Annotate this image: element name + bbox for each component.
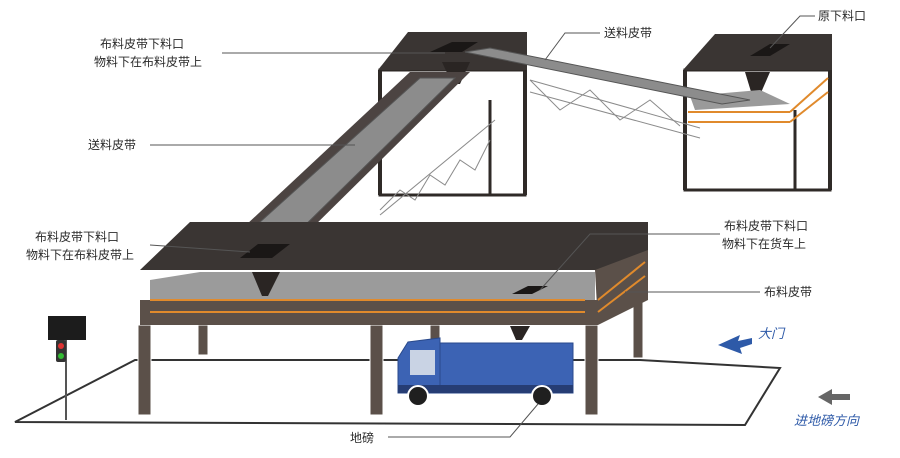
inclined-feed-belt: [230, 72, 496, 241]
truck-icon: [397, 337, 574, 407]
leader-raw-chute: [769, 15, 815, 49]
arrow-left-icon: [818, 389, 850, 405]
traffic-light-icon: [56, 340, 66, 362]
label-truck-chute-1: 布料皮带下料口: [724, 219, 808, 233]
leader-weighbridge: [388, 403, 539, 438]
label-top-chute-2: 物料下在布料皮带上: [94, 55, 202, 69]
weighbridge-outline: [14, 359, 782, 427]
label-mid-chute-1: 布料皮带下料口: [35, 230, 119, 244]
label-feed-belt-top: 送料皮带: [604, 25, 652, 40]
top-right-tower: [683, 34, 832, 192]
leader-feed-belt-top: [544, 32, 600, 61]
label-truck-chute-2: 物料下在货车上: [722, 236, 806, 251]
label-weighbridge: 地磅: [350, 430, 374, 445]
leader-truck-chute: [539, 233, 720, 291]
main-platform: [137, 222, 648, 416]
label-raw-chute: 原下料口: [818, 9, 866, 23]
label-entry-direction: 进地磅方向: [794, 413, 860, 429]
upper-feed-belt: [464, 47, 751, 139]
leader-mid-chute: [149, 244, 251, 253]
label-mid-chute-2: 物料下在布料皮带上: [26, 248, 134, 262]
display-board-icon: [48, 316, 86, 420]
label-gate: 大门: [758, 327, 786, 342]
label-top-chute-1: 布料皮带下料口: [100, 37, 184, 51]
label-feed-belt-left: 送料皮带: [88, 137, 136, 152]
label-distribution-belt: 布料皮带: [764, 285, 812, 299]
gate-arrow-icon: [718, 335, 752, 354]
